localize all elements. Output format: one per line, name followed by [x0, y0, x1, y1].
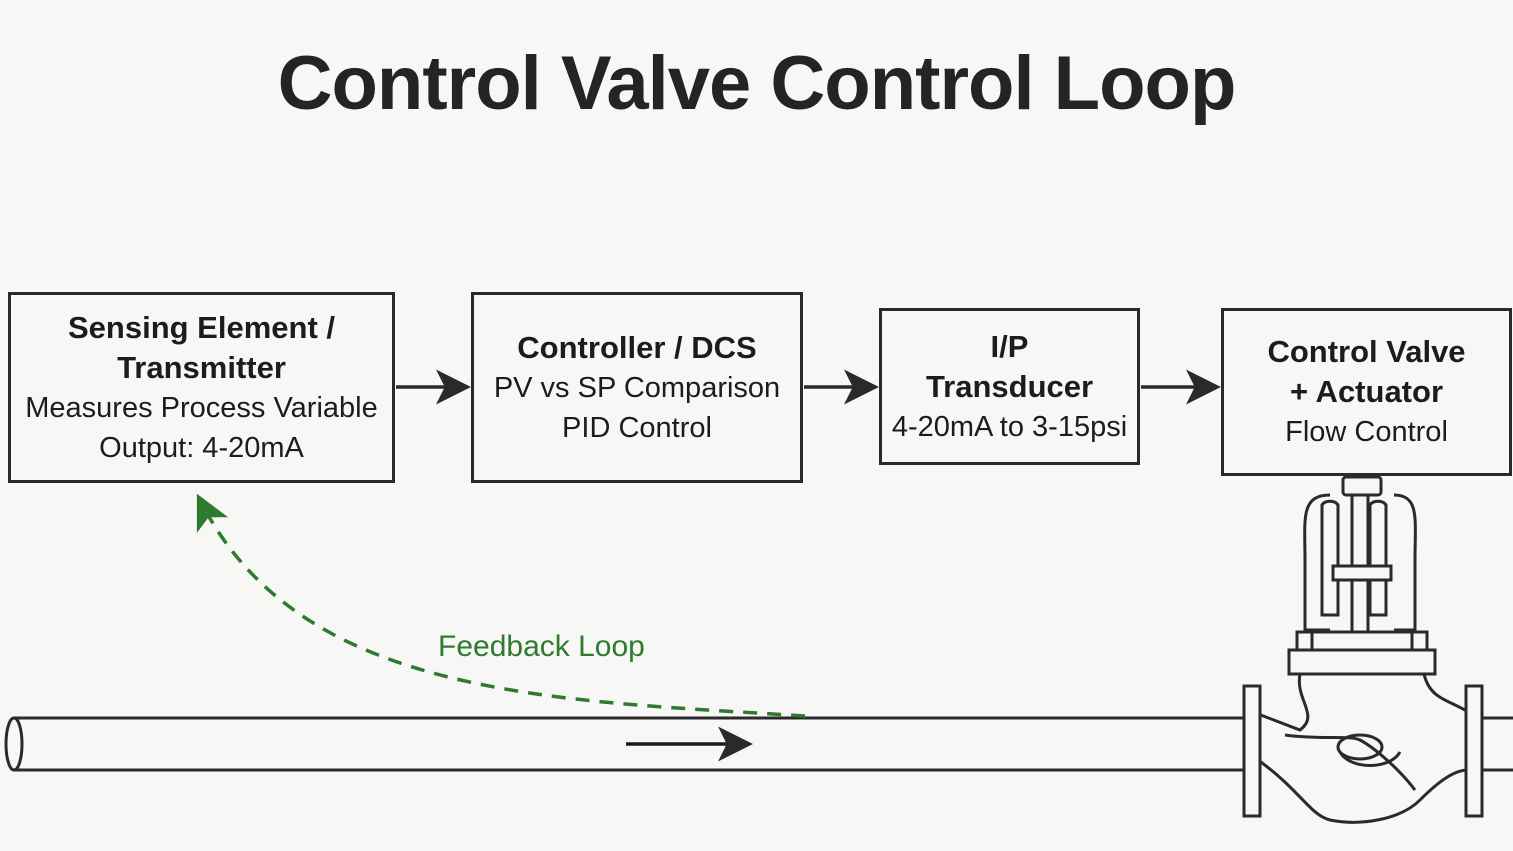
- block-description-line2: PID Control: [562, 411, 712, 444]
- block-heading: Sensing Element /: [67, 309, 335, 345]
- sensing-element-transmitter-block: Sensing Element / Transmitter Measures P…: [8, 292, 395, 483]
- block-description: 4-20mA to 3-15psi: [891, 410, 1128, 443]
- controller-dcs-block: Controller / DCS PV vs SP Comparison PID…: [471, 292, 803, 483]
- block-heading: I/P: [990, 328, 1029, 364]
- block-heading-line2: Transmitter: [117, 349, 286, 385]
- block-output: Output: 4-20mA: [99, 431, 304, 464]
- block-heading-line2: + Actuator: [1289, 374, 1444, 409]
- block-description: Flow Control: [1285, 416, 1448, 448]
- ip-transducer-block: I/P Transducer 4-20mA to 3-15psi: [879, 308, 1140, 465]
- block-description: Measures Process Variable: [25, 391, 378, 424]
- control-valve-actuator-block: Control Valve + Actuator Flow Control: [1221, 308, 1512, 476]
- block-heading: Controller / DCS: [517, 329, 757, 365]
- feedback-loop-arrow: [196, 493, 806, 718]
- control-valve-icon: [1242, 475, 1484, 824]
- diagram-title: Control Valve Control Loop: [277, 41, 1237, 126]
- block-heading-line2: Transducer: [925, 368, 1094, 404]
- process-pipe: [4, 716, 1513, 772]
- feedback-loop-label: Feedback Loop: [438, 630, 645, 663]
- block-description: PV vs SP Comparison: [493, 371, 781, 404]
- block-heading: Control Valve: [1267, 334, 1466, 369]
